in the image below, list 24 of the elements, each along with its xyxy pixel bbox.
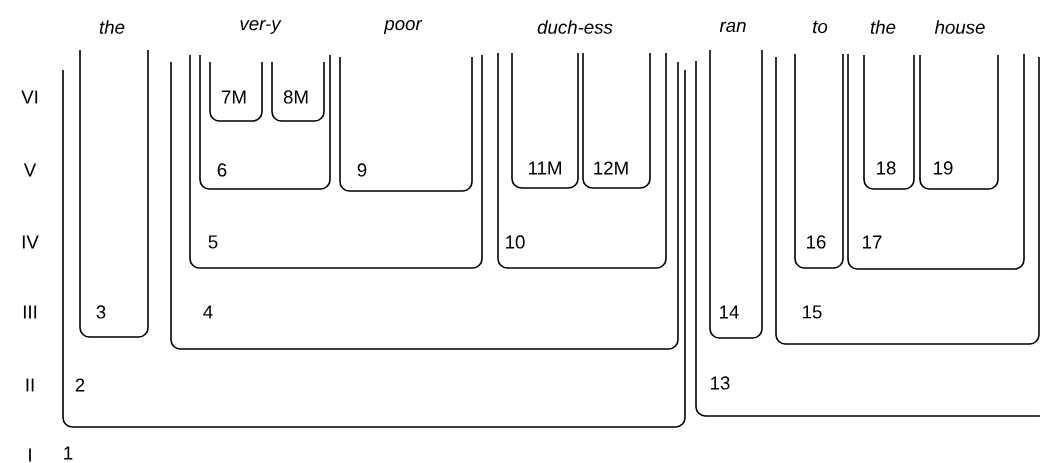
bracket: 8M	[271, 61, 325, 122]
bracket: 3	[79, 49, 149, 338]
bracket: 7M	[209, 61, 263, 122]
word-label: the	[870, 20, 896, 34]
word-label: to	[813, 20, 828, 34]
level-label: III	[23, 305, 37, 319]
bracket: 11M	[511, 52, 579, 189]
level-label: VI	[21, 90, 38, 104]
word-label: ver-y	[240, 20, 282, 34]
bracket: 12M	[582, 52, 651, 189]
level-label: I	[29, 448, 31, 462]
bracket: 9	[339, 56, 473, 192]
bracket: 16	[794, 53, 844, 269]
bracket: 14	[709, 49, 763, 339]
bracket: 19	[919, 54, 999, 190]
word-label: duch-ess	[537, 20, 613, 34]
word-label: ran	[719, 21, 746, 33]
level-label: IV	[22, 235, 39, 249]
level-label: V	[23, 163, 37, 177]
level-label: II	[26, 378, 34, 392]
level-number: 1	[64, 446, 73, 460]
word-label: poor	[383, 20, 423, 34]
word-label: house	[934, 20, 985, 34]
bracket: 18	[863, 54, 915, 190]
